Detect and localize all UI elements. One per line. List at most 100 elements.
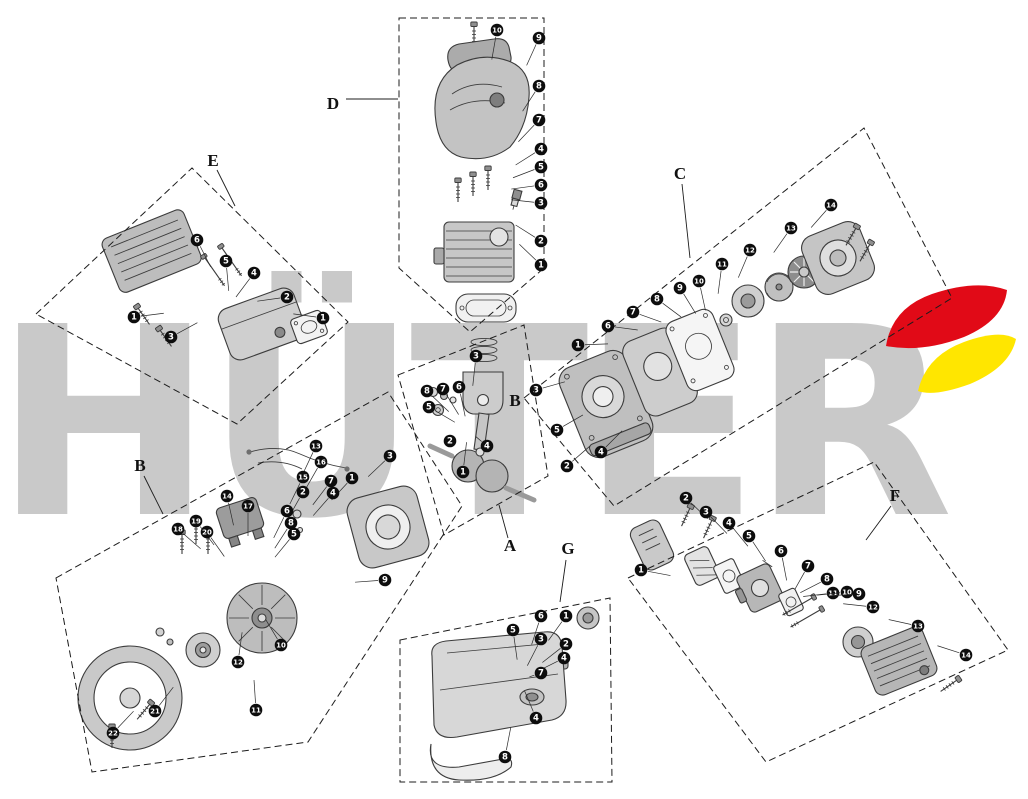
part-callout-f-14: 14 [959, 648, 973, 662]
part-callout-g-2: 2 [559, 637, 573, 651]
svg-text:18: 18 [173, 526, 183, 534]
part-callout-b-6: 6 [280, 504, 294, 518]
part-callout-a-6: 6 [452, 380, 466, 394]
callout-leader-d-8 [522, 91, 536, 112]
callout-leader-b-15 [289, 483, 301, 505]
svg-text:6: 6 [538, 181, 544, 191]
huter-logo [886, 285, 1016, 393]
svg-text:2: 2 [683, 494, 689, 504]
svg-text:12: 12 [233, 659, 243, 667]
svg-text:21: 21 [150, 708, 160, 716]
part-callout-b-9: 9 [378, 573, 392, 587]
svg-text:14: 14 [961, 652, 971, 660]
part-callout-a-2: 2 [443, 434, 457, 448]
part-callout-f-10: 10 [840, 585, 854, 599]
part-callout-b-3: 3 [383, 449, 397, 463]
svg-text:9: 9 [677, 284, 683, 294]
part-callout-f-3: 3 [699, 505, 713, 519]
svg-text:10: 10 [492, 27, 502, 35]
svg-text:6: 6 [538, 612, 544, 622]
callout-leader-f-11 [803, 593, 827, 597]
callout-leader-f-9 [829, 594, 853, 597]
section-e-outline [35, 167, 349, 425]
part-callout-f-1: 1 [634, 563, 648, 577]
part-callout-f-2: 2 [679, 491, 693, 505]
svg-text:9: 9 [856, 590, 862, 600]
part-callout-d-8: 8 [532, 79, 546, 93]
callout-leader-d-1 [519, 243, 537, 261]
part-callout-d-3: 3 [534, 196, 548, 210]
section-b-label-line [143, 475, 164, 515]
fuel-cap-art [576, 606, 600, 630]
callout-leader-a-4 [475, 436, 482, 442]
svg-text:1: 1 [460, 468, 466, 478]
svg-text:8: 8 [288, 519, 294, 529]
svg-text:6: 6 [456, 383, 462, 393]
svg-text:1: 1 [538, 261, 544, 271]
callout-leader-f-6 [781, 557, 787, 581]
section-b-outline [55, 391, 463, 773]
part-callout-c-14: 14 [824, 198, 838, 212]
svg-text:3: 3 [538, 199, 544, 209]
svg-text:8: 8 [654, 295, 660, 305]
gasket-plate-art [665, 308, 735, 392]
callout-leader-g-6 [531, 622, 540, 645]
svg-text:5: 5 [554, 426, 560, 436]
svg-text:10: 10 [276, 642, 286, 650]
part-callout-f-9: 9 [852, 587, 866, 601]
callout-leader-a-1 [463, 442, 467, 466]
part-callout-a-4: 4 [480, 439, 494, 453]
section-label-extra-b: B [509, 391, 520, 410]
callout-leader-f-13 [888, 619, 912, 625]
svg-text:6: 6 [778, 547, 784, 557]
callout-leader-c-1 [584, 343, 608, 346]
callout-leader-f-8 [800, 581, 821, 594]
svg-text:22: 22 [108, 730, 118, 738]
svg-text:7: 7 [328, 477, 334, 487]
svg-text:9: 9 [382, 576, 388, 586]
callout-leader-c-2 [572, 446, 590, 462]
part-callout-b-7: 7 [324, 474, 338, 488]
callout-leader-b-21 [158, 687, 174, 706]
part-callout-e-3: 3 [164, 330, 178, 344]
mount-plate-art [346, 485, 430, 569]
callout-leader-b-3 [367, 460, 386, 477]
svg-text:3: 3 [473, 352, 479, 362]
callout-leader-f-4 [733, 528, 749, 547]
section-label-c: C [674, 164, 686, 183]
svg-text:13: 13 [311, 443, 321, 451]
section-d-cylinder-cover-art [433, 21, 530, 323]
callout-leader-b-20 [210, 537, 225, 557]
section-f-outline [627, 461, 1009, 763]
part-callout-e-1: 1 [127, 310, 141, 324]
starter-ratchet-art [185, 632, 221, 668]
callout-leader-b-7 [312, 486, 328, 506]
svg-text:3: 3 [168, 333, 174, 343]
part-callout-c-7: 7 [626, 305, 640, 319]
callout-leader-b-9 [355, 580, 379, 583]
svg-text:4: 4 [533, 714, 539, 724]
part-callout-b-22: 22 [106, 726, 120, 740]
watermark-text: HÜTER [0, 271, 953, 576]
callout-leader-f-12 [843, 603, 867, 607]
part-callout-b-4: 4 [326, 486, 340, 500]
part-callout-e-1: 1 [316, 311, 330, 325]
svg-text:4: 4 [726, 519, 732, 529]
svg-text:16: 16 [316, 459, 326, 467]
fan-housing-art [77, 645, 183, 751]
cylinder-gasket-art [455, 293, 517, 323]
svg-text:5: 5 [538, 163, 544, 173]
callout-leader-e-6 [199, 246, 211, 267]
svg-text:4: 4 [484, 442, 490, 452]
part-callout-c-3: 3 [529, 383, 543, 397]
callout-leader-g-2 [542, 648, 561, 663]
svg-text:8: 8 [824, 575, 830, 585]
callout-leader-b-18 [183, 533, 201, 549]
callout-leader-c-5 [562, 414, 584, 427]
svg-text:3: 3 [538, 635, 544, 645]
part-callout-b-1: 1 [345, 471, 359, 485]
svg-text:8: 8 [502, 753, 508, 763]
part-callout-e-4: 4 [247, 266, 261, 280]
